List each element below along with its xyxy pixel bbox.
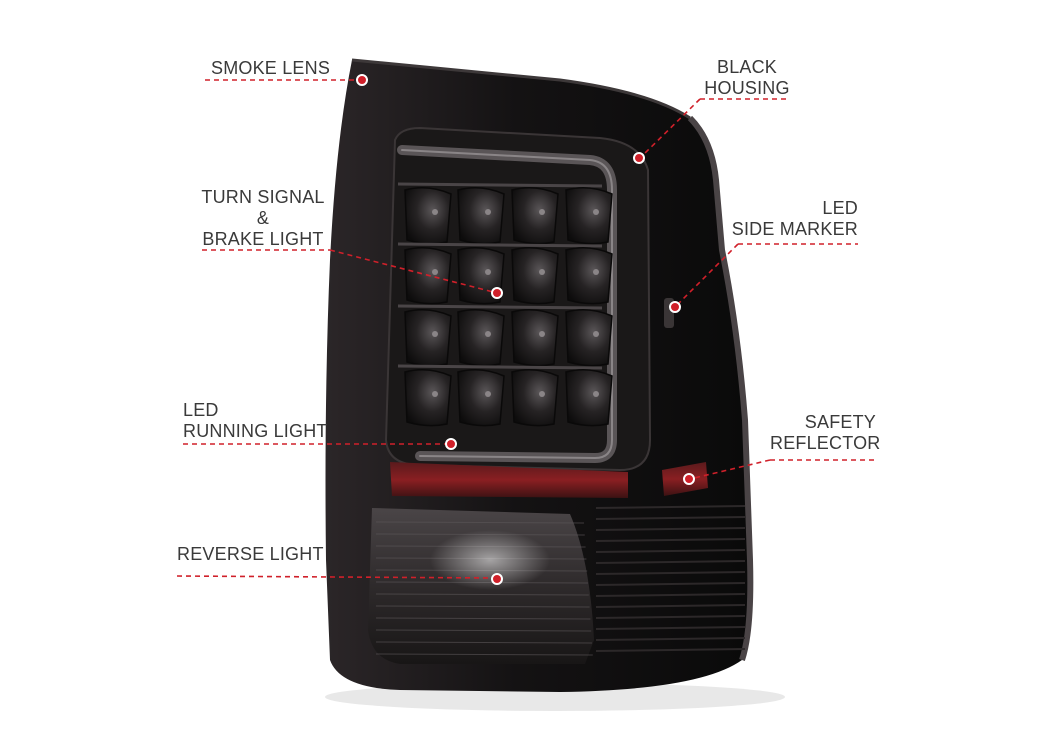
reverse-lens-rib <box>375 641 593 644</box>
led-cell <box>565 369 613 427</box>
housing-side-rib <box>595 505 746 509</box>
housing-side-rib <box>595 582 746 586</box>
reverse-lens-rib <box>375 653 593 656</box>
running-light-label-line-2: RUNNING LIGHT <box>183 421 328 441</box>
black-housing-dot <box>633 152 645 164</box>
housing-top-edge <box>351 58 691 120</box>
side-marker-leader-d <box>675 243 739 307</box>
led-diode <box>485 269 491 275</box>
reverse-lens-rib <box>375 521 585 524</box>
safety-reflector-leader-d <box>689 459 771 480</box>
led-diode <box>485 391 491 397</box>
led-cell <box>511 187 559 245</box>
led-diode <box>432 391 438 397</box>
reverse-light-leader <box>176 575 497 579</box>
side-marker-label: LED SIDE MARKER <box>730 198 858 240</box>
housing-side-ribs <box>595 505 746 652</box>
housing-side-rib <box>595 549 746 553</box>
led-diode <box>593 269 599 275</box>
led-row-divider <box>397 304 603 310</box>
led-cell <box>457 369 505 427</box>
reverse-lens-rib <box>375 605 590 608</box>
brake-reflector-band <box>390 462 628 498</box>
led-cell <box>457 187 505 245</box>
led-diode <box>432 209 438 215</box>
housing-side-rib <box>595 571 746 575</box>
side-marker-label-line-2: SIDE MARKER <box>731 219 858 239</box>
led-row-divider <box>397 364 603 370</box>
housing-side-rib <box>595 593 746 597</box>
turn-signal-dot <box>491 287 503 299</box>
led-row-divider <box>397 182 603 188</box>
led-diode <box>593 391 599 397</box>
safety-reflector-label: SAFETY REFLECTOR <box>770 412 881 454</box>
housing-side-rib <box>595 648 746 652</box>
reverse-light-dot <box>491 573 503 585</box>
housing-side-rib <box>595 560 746 564</box>
running-light-label-line-1: LED <box>183 400 219 420</box>
reverse-lens-rib <box>375 629 592 632</box>
led-cell <box>511 369 559 427</box>
housing-side-rib <box>595 626 746 630</box>
black-housing-label-line-1: BLACK <box>716 57 778 77</box>
led-grid <box>397 182 613 427</box>
led-diode <box>432 331 438 337</box>
led-diode <box>539 331 545 337</box>
reverse-light-label: REVERSE LIGHT <box>177 544 324 565</box>
led-cell <box>404 369 452 427</box>
smoke-lens-label: SMOKE LENS <box>211 58 330 79</box>
led-diode <box>485 331 491 337</box>
turn-signal-label: TURN SIGNAL & BRAKE LIGHT <box>200 187 326 250</box>
side-marker-label-line-1: LED <box>822 198 858 218</box>
housing-side-rib <box>595 615 746 619</box>
turn-signal-leader-d <box>329 249 498 294</box>
smoke-lens-label-line-1: SMOKE LENS <box>211 58 331 78</box>
side-marker-dot <box>669 301 681 313</box>
safety-reflector-dot <box>683 473 695 485</box>
led-diode <box>593 331 599 337</box>
led-diode <box>539 269 545 275</box>
housing-side-rib <box>595 604 746 608</box>
callout-lines <box>176 79 876 579</box>
turn-signal-label-line-1: TURN SIGNAL <box>201 187 325 207</box>
housing-side-rib <box>595 527 746 531</box>
led-cell <box>404 187 452 245</box>
led-diode <box>539 391 545 397</box>
housing-side-rib <box>595 516 746 520</box>
led-cell <box>511 247 559 305</box>
reverse-lens-rib <box>375 617 591 620</box>
led-diode <box>432 269 438 275</box>
led-cell <box>457 309 505 367</box>
led-cell <box>511 309 559 367</box>
callout-dots <box>356 74 695 585</box>
safety-reflector-label-line-1: SAFETY <box>804 412 876 432</box>
led-diode <box>593 209 599 215</box>
housing-side-rib <box>595 538 746 542</box>
led-cell <box>565 247 613 305</box>
led-row-divider <box>397 242 603 248</box>
turn-signal-label-line-2: & <box>256 208 270 228</box>
housing-rim <box>687 115 754 661</box>
smoke-lens-dot <box>356 74 368 86</box>
reverse-glow <box>430 530 550 590</box>
running-light-bar-highlight <box>401 149 613 460</box>
led-cell <box>404 309 452 367</box>
led-cell <box>565 187 613 245</box>
housing-side-rib <box>595 637 746 641</box>
running-light-dot <box>445 438 457 450</box>
led-diode <box>485 209 491 215</box>
safety-reflector-label-line-2: REFLECTOR <box>770 433 881 453</box>
black-housing-label: BLACK HOUSING <box>700 57 794 99</box>
turn-signal-label-line-3: BRAKE LIGHT <box>202 229 324 249</box>
reverse-lens-rib <box>375 593 589 596</box>
black-housing-label-line-2: HOUSING <box>704 78 790 98</box>
reverse-light-label-line-1: REVERSE LIGHT <box>177 544 324 564</box>
led-cell <box>565 309 613 367</box>
running-light-label: LED RUNNING LIGHT <box>183 400 328 442</box>
led-diode <box>539 209 545 215</box>
